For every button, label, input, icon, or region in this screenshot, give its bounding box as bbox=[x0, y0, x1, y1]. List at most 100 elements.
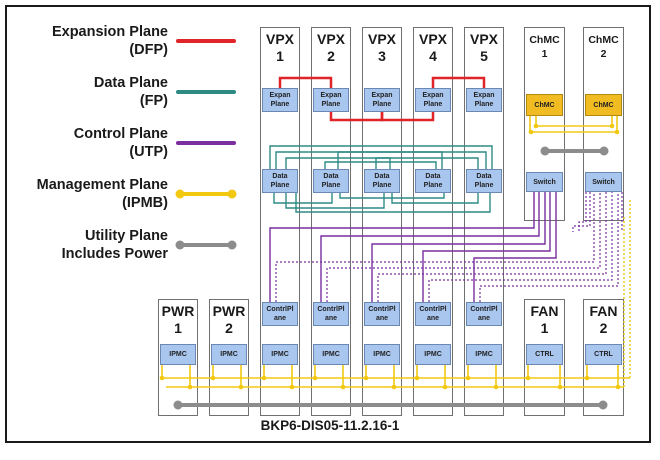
ipmb-drop bbox=[416, 365, 446, 387]
vpx-5-ipmc: IPMC bbox=[466, 344, 502, 365]
ipmb-drop bbox=[314, 365, 344, 387]
vpx-1-control-plane: ContrlPl ane bbox=[262, 302, 298, 326]
chmc-slot-1-number: 1 bbox=[541, 48, 548, 60]
vpx-slot-2-name: VPX bbox=[316, 31, 345, 47]
legend-expansion-plane: Expansion Plane(DFP) bbox=[51, 24, 168, 58]
vpx-slot-1-number: 1 bbox=[276, 48, 284, 64]
pwr-1-ipmc: IPMC bbox=[160, 344, 196, 365]
fan-slot-2-number: 2 bbox=[599, 320, 608, 336]
chmc-slot-2-name: ChMC bbox=[588, 34, 619, 46]
vpx-4-control-plane: ContrlPl ane bbox=[415, 302, 451, 326]
pwr-slot-2-name: PWR bbox=[212, 303, 246, 319]
chmc-slot-1-name: ChMC bbox=[529, 34, 560, 46]
vpx-5-expansion-plane: Expan Plane bbox=[466, 88, 502, 112]
control-link-dashed bbox=[428, 192, 613, 302]
vpx-slot-4-number: 4 bbox=[429, 48, 437, 64]
vpx-4-ipmc: IPMC bbox=[415, 344, 451, 365]
control-link-dashed bbox=[275, 192, 595, 302]
control-link bbox=[320, 192, 540, 302]
control-link-dashed bbox=[479, 192, 619, 302]
vpx-slot-5-name: VPX bbox=[469, 31, 498, 47]
vpx-4-expansion-plane: Expan Plane bbox=[415, 88, 451, 112]
vpx-2-expansion-plane: Expan Plane bbox=[313, 88, 349, 112]
vpx-slot-4-name: VPX bbox=[418, 31, 447, 47]
chmc-2-switch: Switch bbox=[585, 172, 622, 192]
data-link bbox=[273, 193, 333, 204]
pwr-slot-2-number: 2 bbox=[225, 320, 233, 336]
vpx-1-expansion-plane: Expan Plane bbox=[262, 88, 298, 112]
data-link bbox=[337, 151, 487, 169]
data-links bbox=[269, 145, 493, 213]
expansion-link bbox=[380, 112, 435, 122]
vpx-5-data-plane: Data Plane bbox=[466, 169, 502, 193]
ipmb-chmc bbox=[535, 116, 613, 127]
ipmb-drop bbox=[365, 365, 395, 387]
vpx-slot-3-name: VPX bbox=[367, 31, 396, 47]
vpx-1-data-plane: Data Plane bbox=[262, 169, 298, 193]
fan-slot-1-number: 1 bbox=[540, 320, 549, 336]
vpx-slot-3-number: 3 bbox=[378, 48, 386, 64]
vpx-slot-2-number: 2 bbox=[327, 48, 335, 64]
control-link bbox=[422, 192, 551, 302]
fan-slot-1-name: FAN bbox=[530, 303, 559, 319]
vpx-3-control-plane: ContrlPl ane bbox=[364, 302, 400, 326]
fan-slot-2-name: FAN bbox=[589, 303, 618, 319]
ipmb-drop bbox=[212, 365, 242, 387]
pwr-slot-1-number: 1 bbox=[174, 320, 182, 336]
pwr-2-ipmc: IPMC bbox=[211, 344, 247, 365]
vpx-1-ipmc: IPMC bbox=[262, 344, 298, 365]
vpx-2-data-plane: Data Plane bbox=[313, 169, 349, 193]
control-link-dashed bbox=[326, 192, 601, 302]
control-link bbox=[473, 192, 557, 302]
legend-management-plane: Management Plane(IPMB) bbox=[36, 177, 168, 211]
pwr-slot-1-name: PWR bbox=[161, 303, 195, 319]
vpx-3-data-plane: Data Plane bbox=[364, 169, 400, 193]
ipmb-drop bbox=[527, 365, 561, 387]
chmc-1-switch: Switch bbox=[526, 172, 563, 192]
fan-1-ctrl: CTRL bbox=[526, 344, 563, 365]
control-links bbox=[269, 192, 557, 302]
diagram-id: BKP6-DIS05-11.2.16-1 bbox=[260, 418, 400, 433]
data-link bbox=[295, 193, 491, 213]
vpx-3-ipmc: IPMC bbox=[364, 344, 400, 365]
expansion-link bbox=[431, 76, 486, 88]
ipmb-drop bbox=[263, 365, 293, 387]
chmc-slot-2-number: 2 bbox=[600, 48, 607, 60]
vpx-4-data-plane: Data Plane bbox=[415, 169, 451, 193]
utility-links bbox=[176, 149, 606, 407]
ipmb-chmc bbox=[529, 116, 618, 133]
ipmb-drop bbox=[467, 365, 497, 387]
data-link bbox=[324, 161, 437, 169]
control-link-dashed bbox=[578, 192, 587, 232]
vpx-2-control-plane: ContrlPl ane bbox=[313, 302, 349, 326]
vpx-3-expansion-plane: Expan Plane bbox=[364, 88, 400, 112]
vpx-slot-1-name: VPX bbox=[265, 31, 294, 47]
vpx-2-ipmc: IPMC bbox=[313, 344, 349, 365]
vpx-slot-5-number: 5 bbox=[480, 48, 488, 64]
chmc-1-controller: ChMC bbox=[526, 94, 563, 116]
vpx-5-control-plane: ContrlPl ane bbox=[466, 302, 502, 326]
ipmb-drop bbox=[586, 365, 619, 387]
utility-dots bbox=[173, 146, 609, 410]
data-link bbox=[275, 151, 443, 169]
data-link bbox=[285, 193, 385, 209]
management-dots bbox=[159, 123, 621, 390]
control-link bbox=[371, 192, 546, 302]
management-links-dashed bbox=[623, 200, 631, 387]
chmc-2-controller: ChMC bbox=[585, 94, 622, 116]
data-link bbox=[391, 193, 479, 204]
expansion-link bbox=[329, 112, 384, 122]
fan-2-ctrl: CTRL bbox=[585, 344, 622, 365]
diagram-frame bbox=[5, 5, 651, 443]
legend-swatches bbox=[175, 39, 237, 250]
control-links-dashed bbox=[275, 192, 623, 302]
expansion-link bbox=[278, 76, 333, 88]
data-link bbox=[375, 157, 479, 169]
data-link bbox=[269, 145, 493, 169]
ipmb-drop bbox=[161, 365, 191, 387]
expansion-links bbox=[278, 76, 486, 122]
control-link bbox=[269, 192, 535, 302]
